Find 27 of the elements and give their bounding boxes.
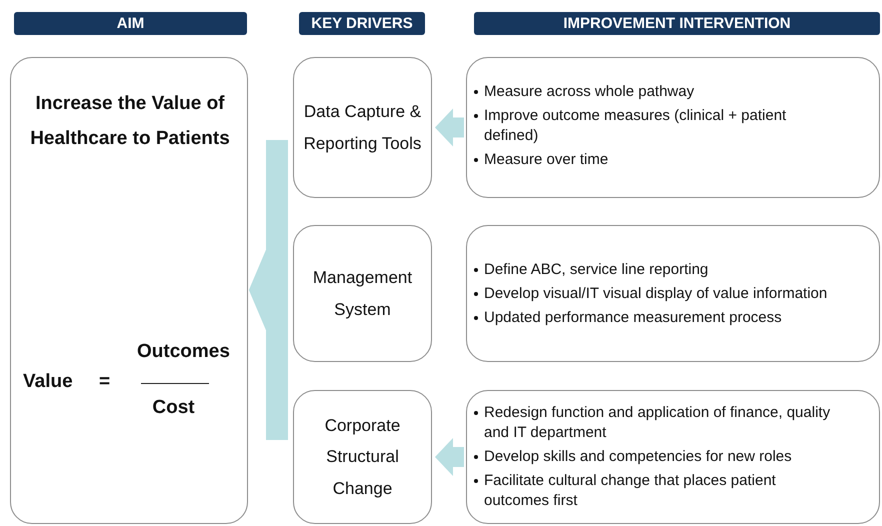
intervention-box	[466, 57, 880, 198]
equals-sign: =	[99, 371, 110, 393]
column-header: AIM	[14, 12, 247, 35]
bullet-item: Develop skills and competencies for new roles	[484, 448, 792, 465]
arrow	[435, 438, 464, 476]
driver-box: Corporate Structural Change	[293, 390, 432, 524]
bullet-item: Measure over time	[484, 151, 608, 168]
column-header: IMPROVEMENT INTERVENTION	[474, 12, 880, 35]
arrow	[249, 250, 288, 440]
column-header: KEY DRIVERS	[299, 12, 425, 35]
intervention-box	[466, 390, 880, 524]
formula-term: Cost	[151, 397, 196, 419]
arrow	[435, 108, 464, 146]
bullet-item: Facilitate cultural change that places patient outcomes first	[484, 472, 776, 509]
bullet-item: Define ABC, service line reporting	[484, 261, 708, 278]
formula-term: Value	[23, 371, 73, 393]
intervention-box	[466, 225, 880, 362]
driver-box: Data Capture & Reporting Tools	[293, 57, 432, 198]
bullet-item: Measure across whole pathway	[484, 83, 694, 100]
bullet-item: Updated performance measurement process	[484, 309, 782, 326]
driver-box: Management System	[293, 225, 432, 362]
aim-box	[10, 57, 248, 524]
aim-statement: Increase the Value of Healthcare to Patients	[29, 92, 231, 151]
bullet-item: Develop visual/IT visual display of value information	[484, 285, 828, 302]
bullet-item: Improve outcome measures (clinical + patient defined)	[484, 107, 786, 144]
bullet-item: Redesign function and application of finance, quality and IT department	[484, 404, 830, 441]
formula-term: Outcomes	[136, 341, 231, 363]
